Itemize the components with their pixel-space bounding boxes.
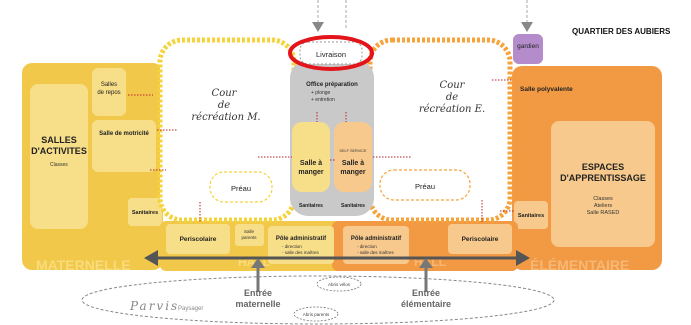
salles-activites-classes: Classes bbox=[50, 162, 68, 168]
cour-m-line3: récréation M. bbox=[191, 112, 260, 123]
salles-activites-room bbox=[30, 84, 88, 229]
abris-parents-label: Abris parents bbox=[303, 312, 330, 317]
salle-manger-left-room bbox=[292, 122, 330, 192]
parvis-label: Parvis bbox=[129, 299, 179, 313]
salles-repos-room bbox=[92, 68, 126, 116]
periscolaire-left-label: Periscolaire bbox=[180, 236, 217, 243]
salle-polyvalente-room bbox=[516, 70, 586, 108]
entree-maternelle-1: Entrée bbox=[244, 288, 272, 298]
gardien-label: gardien bbox=[517, 43, 539, 50]
hall-arrow-left bbox=[144, 250, 158, 266]
livraison-room bbox=[299, 41, 363, 65]
sanitaires-centre-left: Sanitaires bbox=[299, 203, 323, 209]
sanitaires-elem-label: Sanitaires bbox=[518, 213, 544, 219]
sanitaires-elem-room bbox=[514, 201, 548, 229]
pole-admin-right-line1: - direction bbox=[357, 244, 377, 249]
elementaire-watermark: ÉLÉMENTAIRE bbox=[530, 257, 629, 273]
entree-maternelle-arrowhead bbox=[251, 258, 265, 268]
pole-admin-right-title: Pôle administratif bbox=[351, 236, 402, 242]
espaces-label-1: ESPACES bbox=[582, 162, 624, 172]
delivery-arrowhead bbox=[312, 22, 324, 32]
maternelle-watermark: MATERNELLE bbox=[36, 257, 131, 273]
salles-activites-label-2: D'ACTIVITES bbox=[31, 146, 87, 156]
espaces-list-1: Classes bbox=[593, 196, 613, 202]
pole-admin-left-title: Pôle administratif bbox=[276, 236, 327, 242]
salle-parents-label-1: Salle bbox=[244, 229, 255, 234]
salle-motricite-room bbox=[92, 120, 156, 172]
salle-manger-right-2: manger bbox=[340, 169, 366, 176]
pole-admin-left-line2: - salle des maîtres bbox=[282, 250, 320, 255]
cour-m-line1: Cour bbox=[212, 88, 238, 99]
espaces-list-3: Salle RASED bbox=[587, 210, 620, 216]
entree-maternelle-2: maternelle bbox=[235, 299, 280, 309]
office-title: Office préparation bbox=[306, 82, 358, 88]
office-line2: + entretion bbox=[311, 97, 335, 103]
periscolaire-right-room bbox=[448, 224, 512, 254]
salle-polyvalente-label: Salle polyvalente bbox=[520, 86, 573, 93]
pole-admin-left-room bbox=[268, 226, 334, 264]
espaces-apprentissage-room bbox=[551, 121, 655, 247]
salles-activites-label-1: SALLES bbox=[41, 135, 77, 145]
sanitaires-centre-right: Sanitaires bbox=[341, 203, 365, 209]
abris-parents-area bbox=[293, 306, 339, 322]
periscolaire-right-label: Periscolaire bbox=[462, 236, 499, 243]
entree-elementaire-2: élémentaire bbox=[401, 299, 451, 309]
preau-right bbox=[379, 169, 471, 201]
self-service-label: SELF SERVICE bbox=[339, 149, 367, 153]
pole-admin-right-line2: - salle des maîtres bbox=[357, 250, 395, 255]
abris-velos-label: Abris vélos bbox=[328, 282, 351, 287]
salle-manger-left-1: Salle à bbox=[300, 160, 322, 167]
cour-e-line2: de bbox=[446, 92, 458, 103]
livraison-label: Livraison bbox=[316, 50, 346, 59]
salle-manger-left-2: manger bbox=[298, 169, 324, 176]
salle-parents-label-2: parents bbox=[241, 235, 257, 240]
cour-e-line3: récréation E. bbox=[419, 104, 485, 115]
sanitaires-mat-label: Sanitaires bbox=[132, 210, 158, 216]
preau-left-label: Préau bbox=[231, 184, 251, 193]
cour-e-line1: Cour bbox=[440, 80, 466, 91]
salle-motricite-label: Salle de motricité bbox=[99, 131, 149, 137]
pole-admin-right-room bbox=[343, 226, 409, 264]
cour-m-line2: de bbox=[218, 100, 230, 111]
entree-elementaire-arrowhead bbox=[419, 258, 433, 268]
connection-arrows bbox=[128, 79, 514, 222]
abris-velos-area bbox=[316, 276, 362, 292]
preau-left bbox=[209, 171, 273, 203]
salle-manger-right-room bbox=[334, 122, 372, 192]
salle-parents-room bbox=[235, 224, 264, 246]
salle-manger-right-1: Salle à bbox=[342, 160, 364, 167]
quartier-title: QUARTIER DES AUBIERS bbox=[572, 27, 671, 36]
salles-repos-label-2: de repos bbox=[97, 90, 120, 96]
entree-elementaire-1: Entrée bbox=[412, 288, 440, 298]
preau-right-label: Préau bbox=[415, 182, 435, 191]
office-preparation-room bbox=[298, 76, 366, 110]
espaces-label-2: D'APPRENTISSAGE bbox=[560, 173, 646, 183]
paysager-label: Paysager bbox=[178, 306, 203, 312]
office-line1: + plonge bbox=[311, 90, 331, 96]
parvis-area bbox=[81, 275, 555, 325]
periscolaire-left-room bbox=[166, 224, 230, 254]
gardien-arrowhead bbox=[521, 22, 533, 32]
sanitaires-mat-room bbox=[128, 198, 162, 226]
salles-repos-label-1: Salles bbox=[101, 82, 117, 88]
hall-arrow-right bbox=[516, 250, 530, 266]
gardien-lodge bbox=[513, 34, 543, 64]
espaces-list-2: Ateliers bbox=[594, 203, 613, 209]
pole-admin-left-line1: - direction bbox=[282, 244, 302, 249]
livraison-highlight-ring bbox=[288, 35, 374, 71]
